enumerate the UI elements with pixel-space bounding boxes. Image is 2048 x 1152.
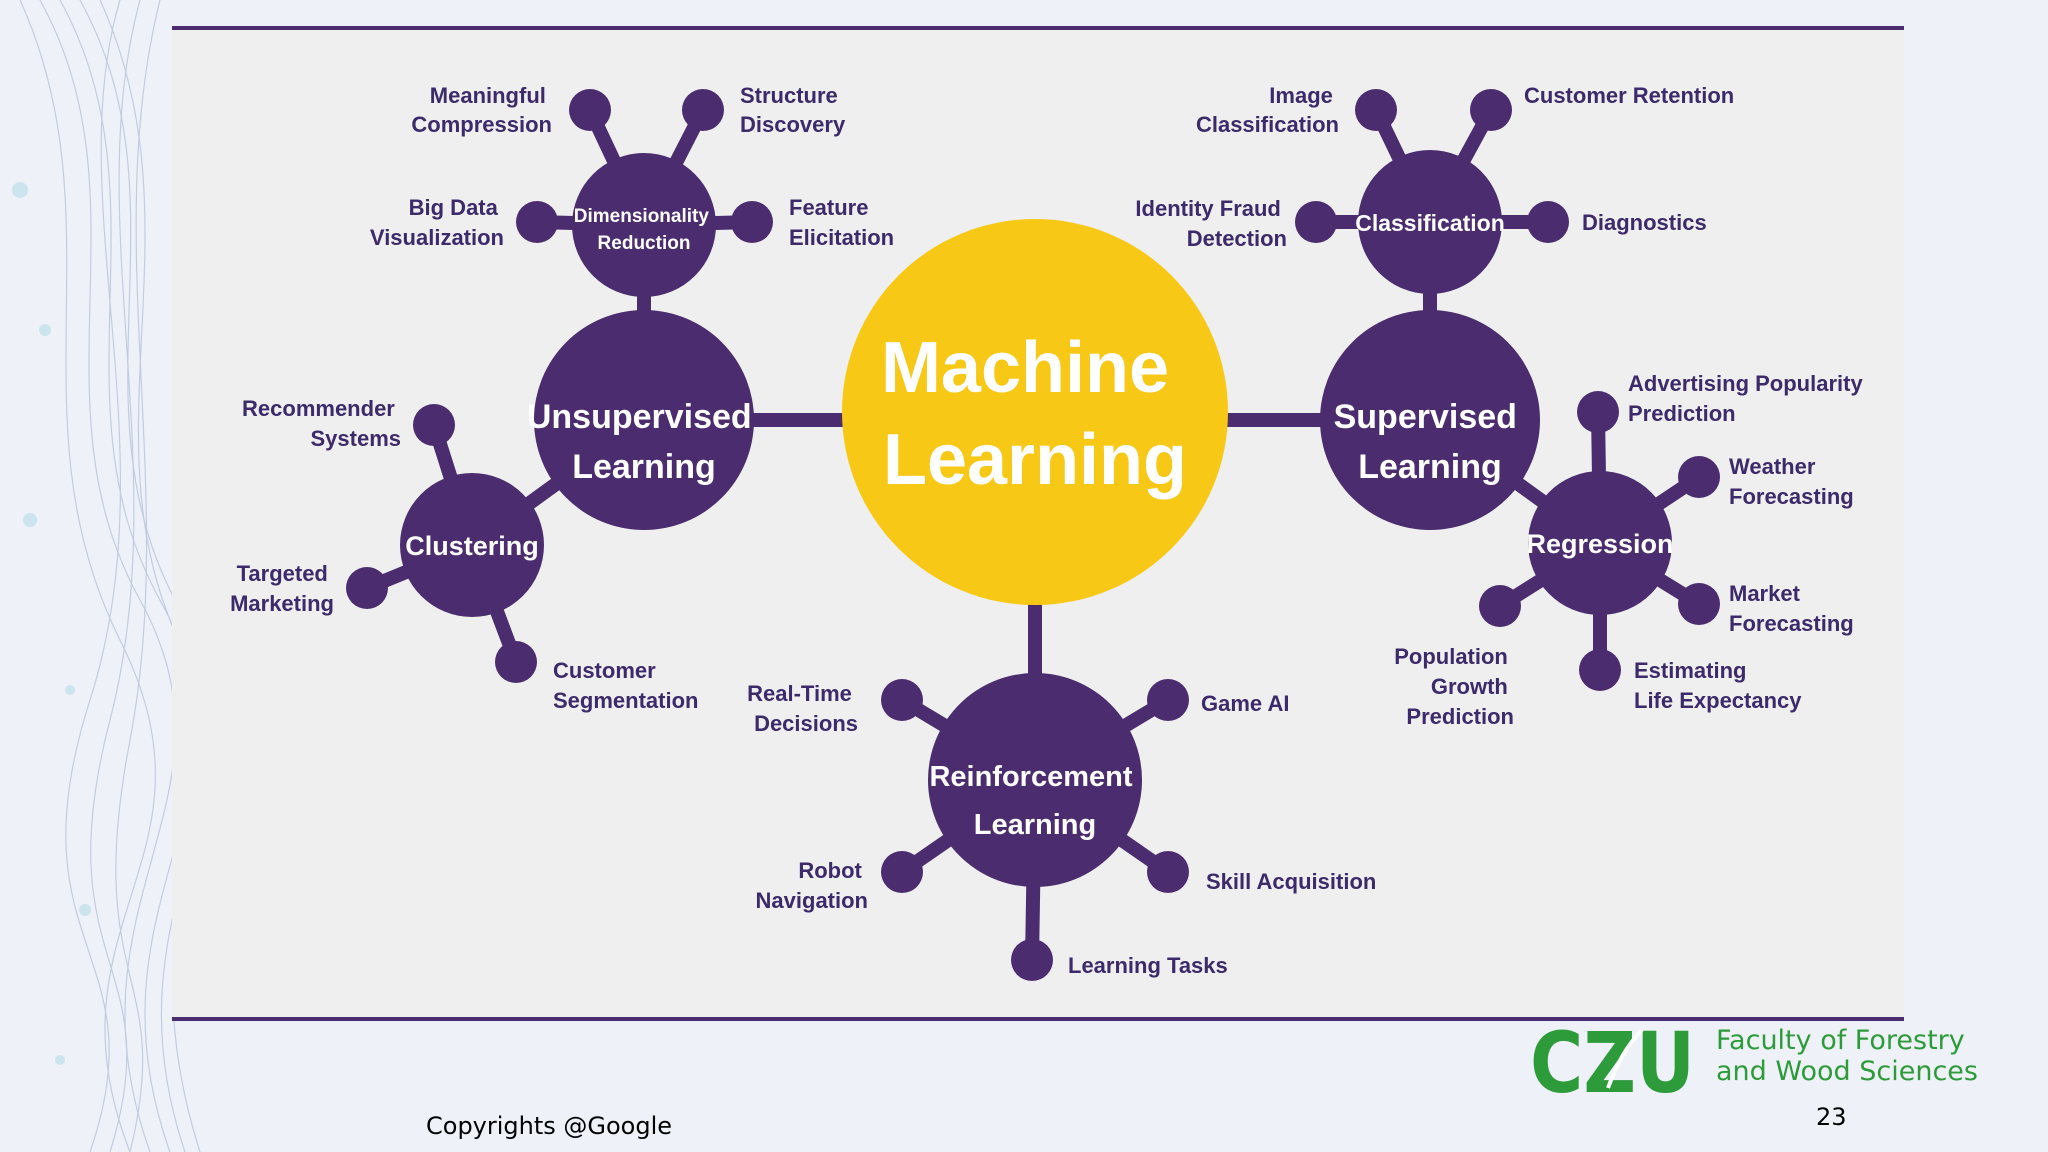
leaf-dot bbox=[731, 201, 773, 243]
leaf-label-meaningful-compression: Meaningful Compression bbox=[411, 83, 552, 137]
leaf-label-structure-discovery: Structure Discovery bbox=[740, 83, 846, 137]
leaf-dot bbox=[346, 567, 388, 609]
leaf-label-real-time-decisions: Real-Time Decisions bbox=[747, 681, 858, 736]
faculty-name-line-1: Faculty of Forestry bbox=[1716, 1025, 1965, 1056]
regression-node bbox=[1528, 471, 1672, 615]
leaf-dot bbox=[1527, 201, 1569, 243]
leaf-label-customer-retention: Customer Retention bbox=[1524, 83, 1734, 108]
leaf-dot bbox=[1577, 391, 1619, 433]
clustering-node bbox=[400, 473, 544, 617]
leaf-label-big-data-visualization: Big Data Visualization bbox=[370, 195, 504, 250]
leaf-label-robot-navigation: Robot Navigation bbox=[756, 858, 868, 913]
clustering-label: Clustering bbox=[405, 531, 539, 561]
leaf-dot bbox=[1678, 456, 1720, 498]
dimensionality-label: Dimensionality Reduction bbox=[574, 206, 714, 254]
supervised-node bbox=[1320, 310, 1540, 530]
regression-label: Regression bbox=[1526, 529, 1673, 559]
leaf-dot bbox=[881, 851, 923, 893]
leaf-dot bbox=[1479, 585, 1521, 627]
classification-node bbox=[1358, 150, 1502, 294]
leaf-label-weather-forecasting: Weather Forecasting bbox=[1729, 454, 1854, 509]
leaf-label-game-ai: Game AI bbox=[1201, 691, 1289, 716]
supervised-label: Supervised Learning bbox=[1334, 398, 1527, 486]
node-circles bbox=[346, 89, 1720, 981]
leaf-dot bbox=[1011, 939, 1053, 981]
leaf-label-feature-elicitation: Feature Elicitation bbox=[789, 195, 894, 250]
leaf-label-targeted-marketing: Targeted Marketing bbox=[230, 561, 334, 616]
copyright-text: Copyrights @Google bbox=[426, 1112, 673, 1140]
leaf-dot bbox=[881, 679, 923, 721]
leaf-dot bbox=[1295, 201, 1337, 243]
center-label: Machine Learning bbox=[881, 328, 1189, 500]
reinforcement-label: Reinforcement Learning bbox=[929, 761, 1140, 841]
leaf-label-learning-tasks: Learning Tasks bbox=[1068, 953, 1228, 978]
leaf-label-population-growth: Population Growth Prediction bbox=[1394, 644, 1514, 729]
leaf-label-identity-fraud-detection: Identity Fraud Detection bbox=[1135, 196, 1287, 251]
leaf-label-market-forecasting: Market Forecasting bbox=[1729, 581, 1854, 636]
leaf-dot bbox=[516, 201, 558, 243]
leaf-dot bbox=[1579, 649, 1621, 691]
leaf-dot bbox=[1470, 89, 1512, 131]
page-number: 23 bbox=[1816, 1103, 1847, 1131]
reinforcement-node bbox=[928, 673, 1142, 887]
leaf-label-diagnostics: Diagnostics bbox=[1582, 210, 1707, 235]
leaf-dot bbox=[413, 404, 455, 446]
leaf-label-life-expectancy: Estimating Life Expectancy bbox=[1634, 658, 1802, 713]
center-node bbox=[842, 219, 1228, 605]
leaf-dot bbox=[1147, 851, 1189, 893]
leaf-dot bbox=[1355, 89, 1397, 131]
dimensionality-node bbox=[572, 153, 716, 297]
czu-logo: CZU bbox=[1530, 1026, 1695, 1098]
leaf-label-image-classification: Image Classification bbox=[1196, 83, 1339, 137]
unsupervised-node bbox=[534, 310, 754, 530]
leaf-dot bbox=[495, 641, 537, 683]
leaf-label-skill-acquisition: Skill Acquisition bbox=[1206, 869, 1376, 894]
faculty-name-line-2: and Wood Sciences bbox=[1716, 1056, 1978, 1087]
svg-text:CZU: CZU bbox=[1530, 1026, 1695, 1098]
leaf-dot bbox=[1147, 679, 1189, 721]
leaf-label-recommender-systems: Recommender Systems bbox=[242, 396, 401, 451]
leaf-dot bbox=[569, 89, 611, 131]
leaf-label-customer-segmentation: Customer Segmentation bbox=[553, 658, 698, 713]
leaf-label-advertising-popularity: Advertising Popularity Prediction bbox=[1628, 371, 1869, 426]
unsupervised-label: Unsupervised Learning bbox=[527, 398, 761, 486]
classification-label: Classification bbox=[1355, 210, 1505, 236]
leaf-dot bbox=[682, 89, 724, 131]
leaf-dot bbox=[1678, 583, 1720, 625]
